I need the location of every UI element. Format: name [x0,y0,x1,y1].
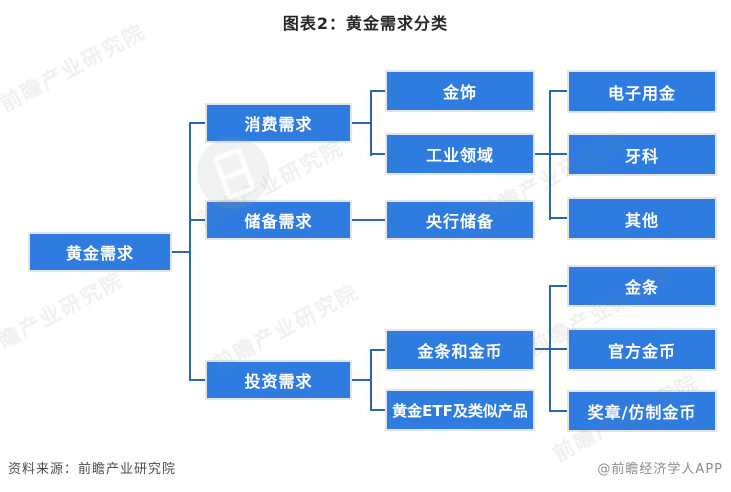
node-gold-etf: 黄金ETF及类似产品 [385,389,535,431]
node-gold-bars: 金条 [567,265,717,307]
credit-note: @前瞻经济学人APP [597,462,723,477]
watermark-text: 前瞻产业研究院 [0,267,128,365]
connector-bars-coins-spine [549,285,551,412]
connector-investment-spine [370,349,372,411]
node-other: 其他 [567,197,717,240]
node-investment-demand: 投资需求 [205,360,352,400]
node-medals-imitation-coins: 奖章/仿制金币 [567,390,717,432]
node-gold-jewelry: 金饰 [385,70,535,112]
node-consumer-demand: 消费需求 [205,103,352,143]
node-reserve-demand: 储备需求 [205,200,352,240]
node-dental: 牙科 [567,133,717,176]
connector-stub-industrial [370,153,385,155]
connector-stub-investment [189,379,205,381]
node-gold-demand: 黄金需求 [28,232,172,272]
connector-consumer-spine [370,90,372,156]
connector-main-spine [189,122,191,381]
node-bars-and-coins: 金条和金币 [385,329,535,371]
connector-consumer-to-spine [352,122,371,124]
connector-stub-other [549,217,567,219]
connector-stub-electronics [549,90,567,92]
source-note: 资料来源：前瞻产业研究院 [8,462,177,477]
node-official-coins: 官方金币 [567,328,717,371]
connector-bars-coins-to-official [535,348,567,350]
connector-industrial-spine [549,90,551,220]
connector-reserve-to-central-bank [352,219,385,221]
connector-stub-gold-bars [549,285,567,287]
connector-stub-reserve [189,219,205,221]
connector-industrial-to-dental [535,153,567,155]
node-central-bank-reserve: 央行储备 [385,200,535,240]
node-electronics-gold: 电子用金 [567,70,717,113]
connector-root-to-spine [172,251,190,253]
connector-stub-jewelry [370,90,385,92]
connector-investment-to-spine [352,379,371,381]
chart-title: 图表2：黄金需求分类 [282,14,449,33]
connector-stub-etf [370,409,385,411]
connector-stub-consumer [189,122,205,124]
connector-stub-bars-coins [370,349,385,351]
node-industrial-field: 工业领域 [385,133,535,175]
connector-stub-medals [549,410,567,412]
